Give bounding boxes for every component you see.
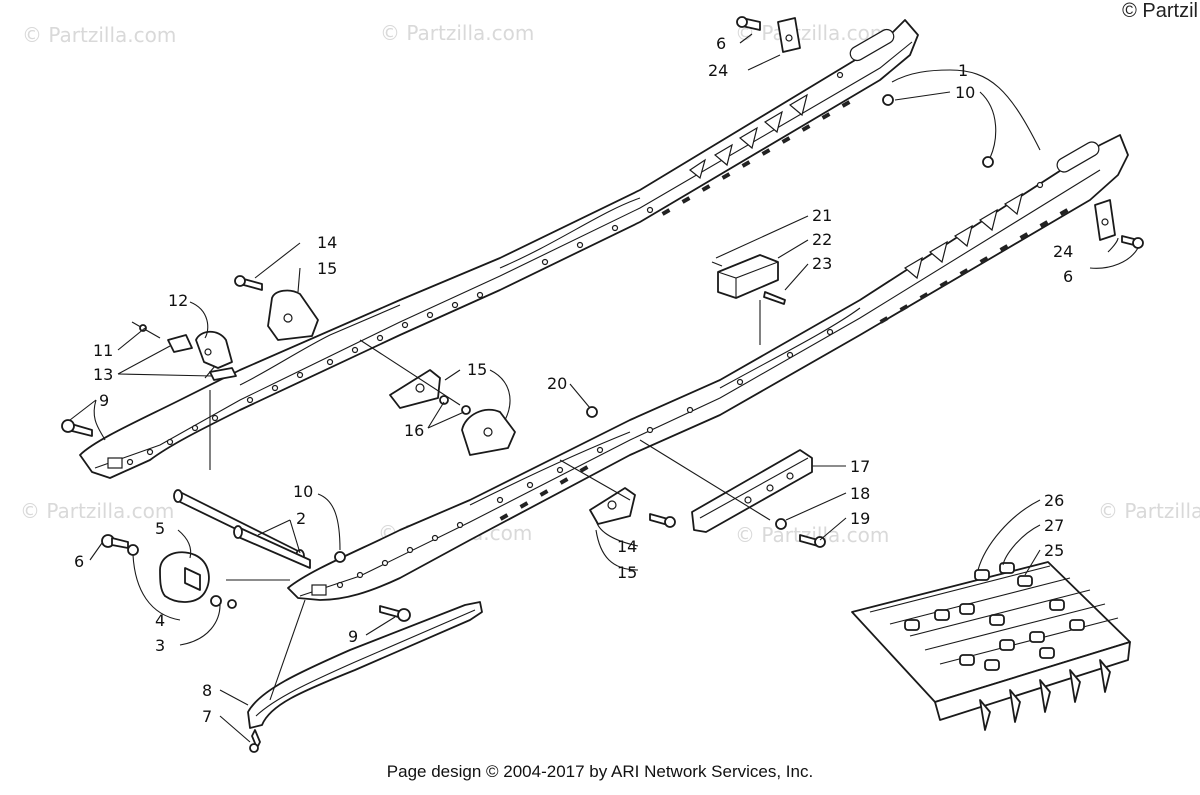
callout-label: 9 (99, 391, 109, 410)
bracket-24-right (1094, 199, 1116, 241)
callout-label: 27 (1044, 516, 1064, 535)
callout-label: 20 (547, 374, 567, 393)
callout-label: 24 (1053, 242, 1073, 261)
bracket-15-mid (389, 369, 449, 409)
bolt-6-right (1121, 235, 1144, 249)
callout-label: 4 (155, 611, 165, 630)
nut-10-right (982, 156, 994, 168)
watermark: © Partzilla.com (380, 21, 534, 45)
bolt-14-low (649, 513, 676, 528)
callout-label: 15 (467, 360, 487, 379)
callout-label: 18 (850, 484, 870, 503)
screw-23 (763, 291, 786, 305)
callout-label: 6 (74, 552, 84, 571)
bolt-9-left (61, 419, 93, 437)
nut-20 (586, 406, 598, 418)
bracket-15-center (461, 405, 516, 456)
bolt-6-left (101, 534, 129, 549)
bracket-24-top (777, 17, 801, 53)
callout-label: 13 (93, 365, 113, 384)
callout-label: 26 (1044, 491, 1064, 510)
callout-label: 25 (1044, 541, 1064, 560)
bolt-9-front (379, 605, 411, 622)
watermark: © Partzilla.com (22, 23, 176, 47)
callout-label: 14 (617, 537, 637, 556)
wear-slide-8 (247, 601, 483, 753)
corner-watermark: © Partzil (1122, 0, 1198, 22)
callout-label: 11 (93, 341, 113, 360)
callout-label: 16 (404, 421, 424, 440)
callout-label: 6 (716, 34, 726, 53)
nut-10-top (882, 94, 894, 106)
callout-label: 21 (812, 206, 832, 225)
track-section (851, 561, 1131, 731)
callout-label: 23 (812, 254, 832, 273)
callout-label: 14 (317, 233, 337, 252)
callout-label: 8 (202, 681, 212, 700)
watermark-layer: © Partzilla.com © Partzilla.com © Partzi… (20, 21, 1200, 547)
callout-label: 9 (348, 627, 358, 646)
callout-label: 22 (812, 230, 832, 249)
bolt-6-top (736, 16, 761, 31)
callout-label: 10 (955, 83, 975, 102)
page-footer: Page design © 2004-2017 by ARI Network S… (386, 762, 814, 781)
callout-label: 10 (293, 482, 313, 501)
callout-label: 2 (296, 509, 306, 528)
watermark: © Partzilla.com (1098, 499, 1200, 523)
callout-label: 19 (850, 509, 870, 528)
watermark: © Partzilla.com (20, 499, 174, 523)
callout-label: 3 (155, 636, 165, 655)
idler-wheel-5 (127, 544, 237, 609)
callout-label: 15 (317, 259, 337, 278)
bumper-22 (717, 254, 779, 299)
callout-label: 1 (958, 61, 968, 80)
callout-label: 12 (168, 291, 188, 310)
pin-21 (711, 261, 723, 267)
callout-label: 5 (155, 519, 165, 538)
callout-label: 17 (850, 457, 870, 476)
callout-labels: 6 24 1 10 24 6 21 22 23 14 15 12 11 13 9… (74, 34, 1073, 726)
bracket-15-top (267, 289, 319, 341)
washer-18 (775, 518, 787, 530)
callout-label: 24 (708, 61, 728, 80)
part-12-bracket (195, 330, 233, 369)
leader-lines (69, 33, 1139, 743)
part-11-clip (131, 321, 193, 353)
pivot-shafts-2 (173, 489, 311, 569)
part-13-pins (209, 367, 237, 381)
bolt-14-top (234, 275, 263, 291)
block-17 (691, 449, 813, 533)
left-rail (79, 19, 919, 479)
callout-label: 15 (617, 563, 637, 582)
bracket-15-low (589, 487, 636, 525)
callout-label: 7 (202, 707, 212, 726)
nut-10-front (334, 551, 346, 563)
callout-label: 6 (1063, 267, 1073, 286)
bolt-19 (799, 534, 826, 548)
